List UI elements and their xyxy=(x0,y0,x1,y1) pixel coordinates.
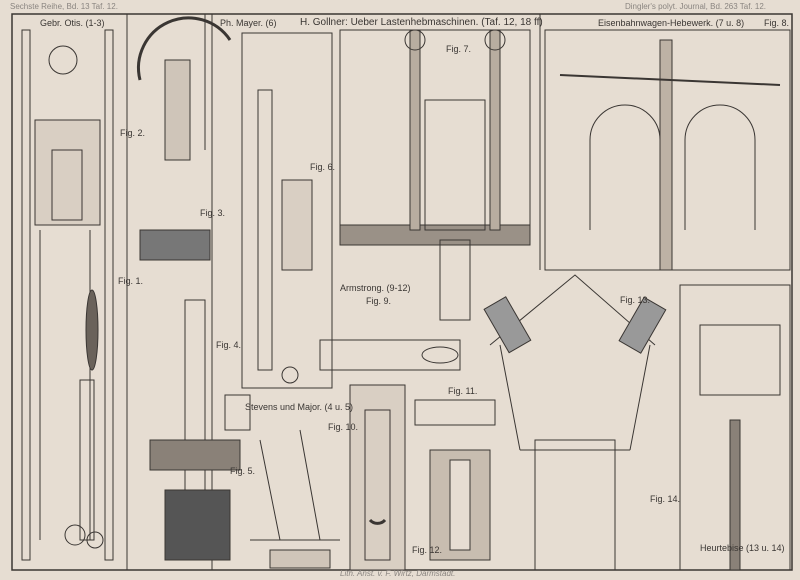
journal-label: Dingler's polyt. Journal, Bd. 263 Taf. 1… xyxy=(625,2,767,11)
fig-3-label: Fig. 3. xyxy=(200,208,226,218)
section-heurtebise: Heurtebise (13 u. 14) xyxy=(700,543,785,553)
fig-6-label: Fig. 6. xyxy=(310,162,336,172)
section-stevens: Stevens und Major. (4 u. 5) xyxy=(245,402,354,412)
fig-10-label: Fig. 10. xyxy=(328,422,359,432)
fig-5-label: Fig. 5. xyxy=(230,466,256,476)
fig-14-label: Fig. 14. xyxy=(650,494,681,504)
stevens-major-lift-drawing xyxy=(149,299,251,561)
section-armstrong: Armstrong. (9-12) xyxy=(340,283,411,293)
fig-4-label: Fig. 4. xyxy=(216,340,242,350)
fig-2-label: Fig. 2. xyxy=(120,128,146,138)
section-otis: Gebr. Otis. (1-3) xyxy=(40,18,105,28)
otis-elevator-drawing xyxy=(21,29,114,561)
fig-11-label: Fig. 11. xyxy=(448,386,478,396)
section-mayer: Ph. Mayer. (6) xyxy=(220,18,277,28)
lithographer-credit: Lith. Anst. v. F. Wirtz, Darmstadt. xyxy=(340,569,456,578)
fig-7-label: Fig. 7. xyxy=(446,44,472,54)
heurtebise-frame-drawing xyxy=(483,274,667,571)
fig-9-label: Fig. 9. xyxy=(366,296,392,306)
plate-title: H. Gollner: Ueber Lastenhebmaschinen. (T… xyxy=(300,17,543,28)
series-label: Sechste Reihe, Bd. 13 Taf. 12. xyxy=(10,2,118,11)
fig-12-label: Fig. 12. xyxy=(412,545,443,555)
fig-8-label: Fig. 8. xyxy=(764,18,790,28)
fig-1-label: Fig. 1. xyxy=(118,276,144,286)
fig-13-label: Fig. 13. xyxy=(620,295,651,305)
section-eisenbahn: Eisenbahnwagen-Hebewerk. (7 u. 8) xyxy=(598,18,745,28)
